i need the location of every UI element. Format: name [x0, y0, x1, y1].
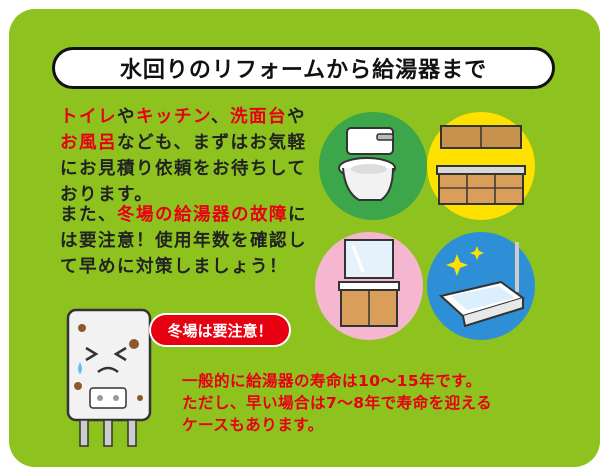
- lifespan-line-1: 一般的に給湯器の寿命は10〜15年です。: [182, 372, 482, 390]
- text-kitchen: キッチン: [136, 107, 211, 127]
- badge-label: 冬場は要注意！: [167, 321, 273, 340]
- bathtub-icon: [438, 242, 526, 328]
- page-title: 水回りのリフォームから給湯器まで: [119, 58, 488, 83]
- kitchen-icon: [436, 125, 526, 205]
- text-mata: また、: [60, 205, 117, 225]
- toilet-circle: [319, 112, 427, 220]
- vanity-icon: [338, 239, 400, 327]
- winter-warning-badge: 冬場は要注意！: [149, 313, 291, 347]
- title-banner: 水回りのリフォームから給湯器まで: [52, 47, 555, 89]
- text-ya-2: や: [286, 107, 306, 127]
- lifespan-line-3: ケースもあります。: [182, 416, 324, 434]
- text-comma: 、: [210, 107, 230, 127]
- text-notice-rest: には要注意！使用年数を確認して早めに対策しましょう！: [60, 205, 307, 277]
- text-toilet: トイレ: [60, 107, 117, 127]
- notice-paragraph: また、冬場の給湯器の故障には要注意！使用年数を確認して早めに対策しましょう！: [60, 202, 320, 280]
- text-vanity: 洗面台: [229, 107, 287, 127]
- water-heater-icon: [66, 308, 152, 447]
- intro-paragraph: トイレやキッチン、洗面台やお風呂なども、まずはお気軽にお見積り依頼をお待ちしてお…: [60, 104, 310, 208]
- text-intro-rest: なども、まずはお気軽にお見積り依頼をお待ちしております。: [60, 133, 307, 205]
- vanity-circle: [315, 232, 423, 340]
- bath-circle: [427, 232, 535, 340]
- text-winter-failure: 冬場の給湯器の故障: [117, 205, 288, 225]
- text-bath: お風呂: [60, 133, 117, 153]
- lifespan-line-2: ただし、早い場合は7〜8年で寿命を迎える: [182, 394, 493, 412]
- kitchen-circle: [427, 112, 535, 220]
- text-ya-1: や: [117, 107, 136, 127]
- toilet-icon: [338, 127, 396, 201]
- lifespan-paragraph: 一般的に給湯器の寿命は10〜15年です。 ただし、早い場合は7〜8年で寿命を迎え…: [182, 370, 562, 436]
